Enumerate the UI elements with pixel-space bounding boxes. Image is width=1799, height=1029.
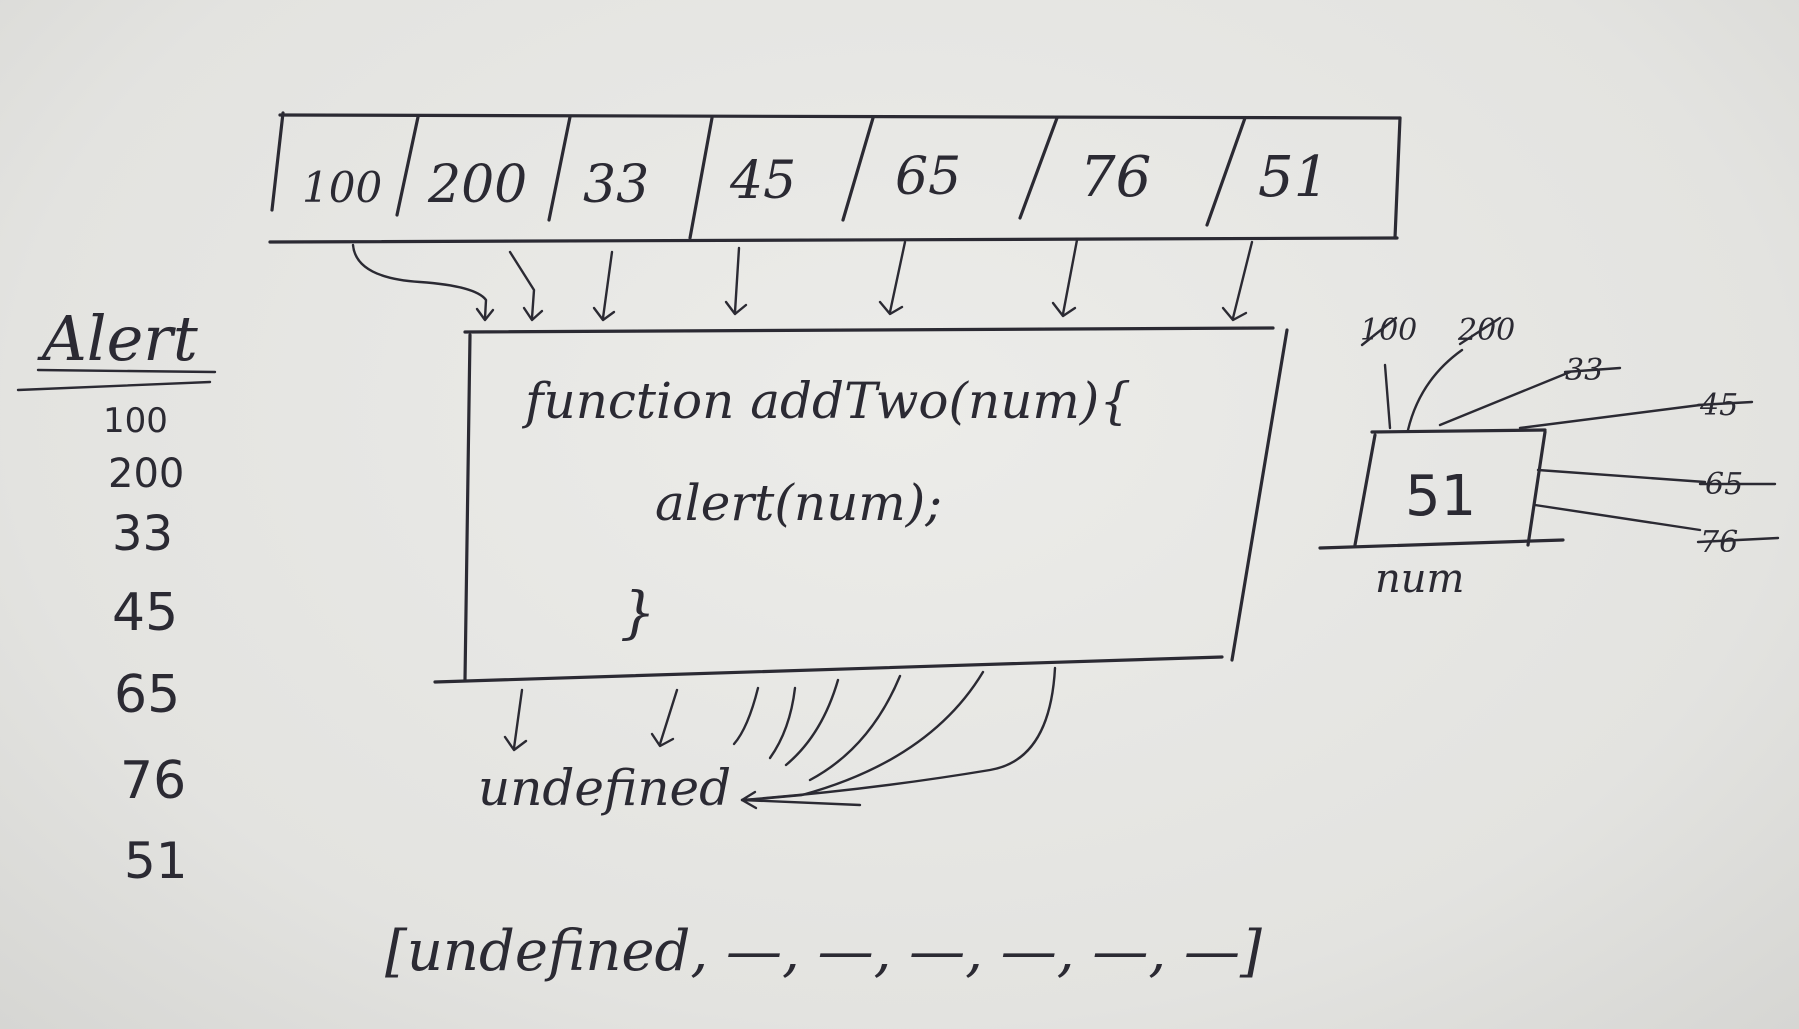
alert-value: 45	[112, 583, 178, 643]
function-box-bottom	[433, 655, 1224, 684]
array-value: 76	[1080, 145, 1151, 210]
array-value: 51	[1258, 145, 1329, 210]
curved-arrow	[768, 686, 797, 760]
arrowhead	[503, 735, 528, 752]
alert-value: 100	[103, 401, 168, 441]
arrowhead	[740, 790, 758, 810]
function-signature: function addTwo(num){	[521, 372, 1131, 430]
param-box-right	[1526, 430, 1547, 547]
array-divider	[1205, 116, 1247, 227]
array-divider	[395, 115, 420, 217]
curved-arrow	[732, 686, 760, 746]
arrowhead	[592, 306, 616, 322]
alert-title: Alert	[37, 302, 198, 375]
array-value: 200	[427, 155, 527, 215]
param-num-box: 51 num 100 200 33 45 65 76	[1318, 313, 1780, 602]
strike-mark	[1696, 536, 1780, 544]
arrowhead	[1051, 301, 1077, 318]
alert-title-underline	[36, 368, 217, 374]
arrowhead	[724, 300, 748, 316]
down-arrow	[888, 240, 907, 314]
down-arrow	[351, 243, 488, 320]
param-current-value: 51	[1405, 464, 1476, 529]
arrowhead	[878, 300, 904, 316]
alert-value: 65	[114, 665, 180, 725]
down-arrow	[1231, 240, 1254, 320]
array-bottom-edge	[268, 236, 1399, 244]
down-arrow	[601, 250, 614, 320]
array-divider	[841, 116, 875, 222]
param-past-value: 100	[1360, 313, 1417, 348]
down-arrow	[1061, 238, 1079, 316]
function-body-alert: alert(num);	[655, 474, 942, 532]
curved-arrow	[745, 670, 985, 802]
param-history-line	[1438, 370, 1572, 427]
array-divider	[547, 115, 572, 222]
param-history-line	[1383, 363, 1392, 430]
param-history-line	[1518, 403, 1702, 430]
alert-value: 76	[120, 751, 186, 811]
function-closing-brace: }	[620, 581, 656, 646]
param-box-left	[1353, 433, 1377, 547]
array-value: 100	[302, 163, 382, 212]
array-value: 45	[729, 151, 796, 211]
down-arrow	[733, 246, 741, 314]
down-arrow	[508, 250, 536, 320]
down-arrow	[512, 688, 524, 750]
param-history-line	[1536, 468, 1707, 484]
alert-output-column: Alert 100 200 33 45 65 76 51	[16, 302, 217, 890]
array-right-bracket	[1393, 116, 1402, 240]
top-array-box: 100 200 33 45 65 76 51	[268, 111, 1402, 244]
arrow-converge-line	[740, 798, 862, 807]
array-value: 65	[895, 147, 961, 207]
arrowhead	[522, 306, 544, 322]
result-array: [undefined, —, —, —, —, —, —]	[385, 919, 1262, 984]
array-value: 33	[583, 155, 649, 215]
array-top-edge	[278, 113, 1402, 120]
strike-mark	[1360, 316, 1398, 347]
param-box-bottom	[1318, 538, 1565, 550]
input-arrows	[351, 238, 1254, 322]
curved-arrow	[808, 674, 902, 782]
alert-value: 200	[108, 451, 184, 497]
array-divider	[1018, 116, 1059, 220]
curved-arrow	[784, 678, 840, 767]
down-arrow	[658, 688, 679, 746]
param-past-value: 200	[1457, 313, 1515, 348]
param-history-line	[1406, 348, 1464, 432]
function-box-top	[463, 326, 1275, 334]
param-name-label: num	[1375, 556, 1464, 602]
result-array-text: [undefined, —, —, —, —, —, —]	[385, 919, 1262, 984]
array-divider	[688, 116, 714, 240]
strike-mark	[1696, 400, 1754, 407]
array-left-bracket	[270, 111, 285, 212]
function-box-left	[463, 333, 472, 682]
strike-mark	[1563, 366, 1622, 374]
function-box: function addTwo(num){ alert(num); }	[433, 326, 1289, 684]
alert-value: 51	[124, 832, 188, 890]
arrowhead	[475, 307, 495, 322]
arrowhead	[1221, 306, 1248, 322]
output-arrows: undefined	[478, 666, 1057, 817]
curved-arrow	[740, 666, 1057, 802]
strike-mark	[1458, 316, 1502, 346]
alert-title-underline	[16, 380, 212, 392]
function-box-right	[1230, 328, 1289, 662]
param-box-top	[1370, 428, 1547, 434]
alert-value: 33	[112, 506, 173, 562]
param-history-line	[1533, 503, 1702, 532]
arrowhead	[650, 732, 675, 748]
return-value-label: undefined	[478, 759, 731, 817]
